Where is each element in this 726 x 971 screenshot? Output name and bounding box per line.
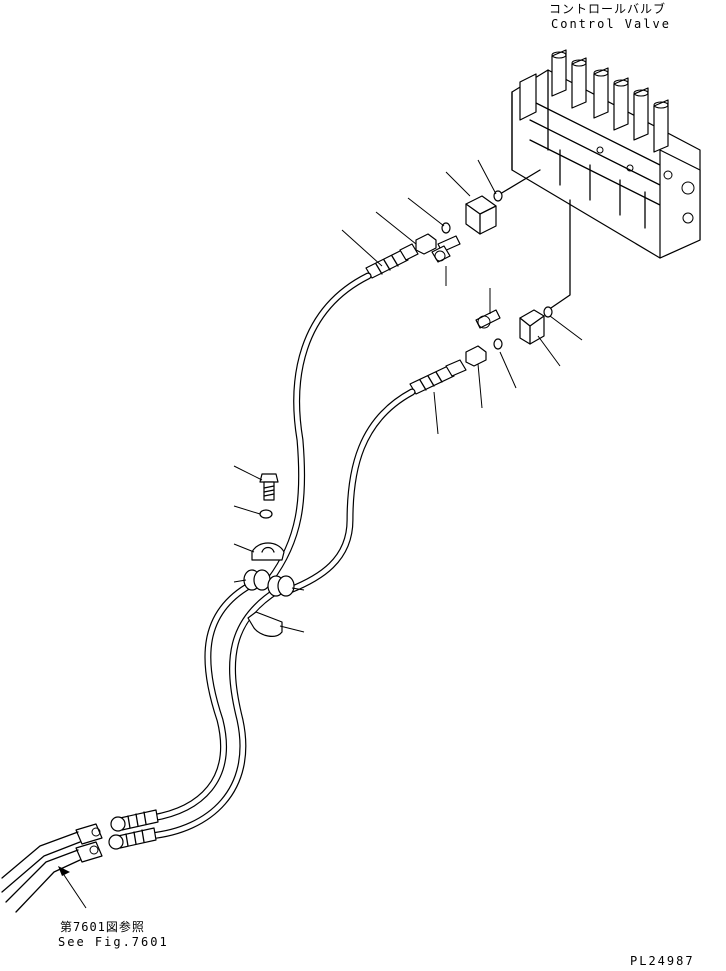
lower-hose-fitting (409, 359, 467, 395)
lower-left-fittings (75, 809, 159, 863)
port-leader-upper (499, 169, 541, 195)
lower-flange-assembly (465, 306, 553, 367)
reference-label-jp: 第7601図参照 (60, 920, 145, 934)
drawing-number: PL24987 (630, 954, 695, 968)
outgoing-pipes (1, 831, 81, 913)
control-valve (511, 49, 701, 259)
clamp-bushings (243, 569, 295, 597)
leader-lines (61, 159, 583, 909)
reference-arrowhead (58, 866, 70, 876)
reference-label-en: See Fig.7601 (58, 935, 169, 949)
upper-flange-assembly (415, 190, 503, 263)
clamp-lower-half (247, 611, 283, 637)
clamp-washer (259, 509, 273, 519)
port-leader-lower (547, 199, 571, 311)
clamp-upper-half (251, 542, 285, 561)
control-valve-label-en: Control Valve (551, 17, 671, 31)
control-valve-label-jp: コントロールバルブ (549, 2, 667, 16)
clamp-bolt (259, 473, 279, 501)
hose-lines (146, 272, 416, 840)
upper-hose-fitting (365, 243, 419, 279)
